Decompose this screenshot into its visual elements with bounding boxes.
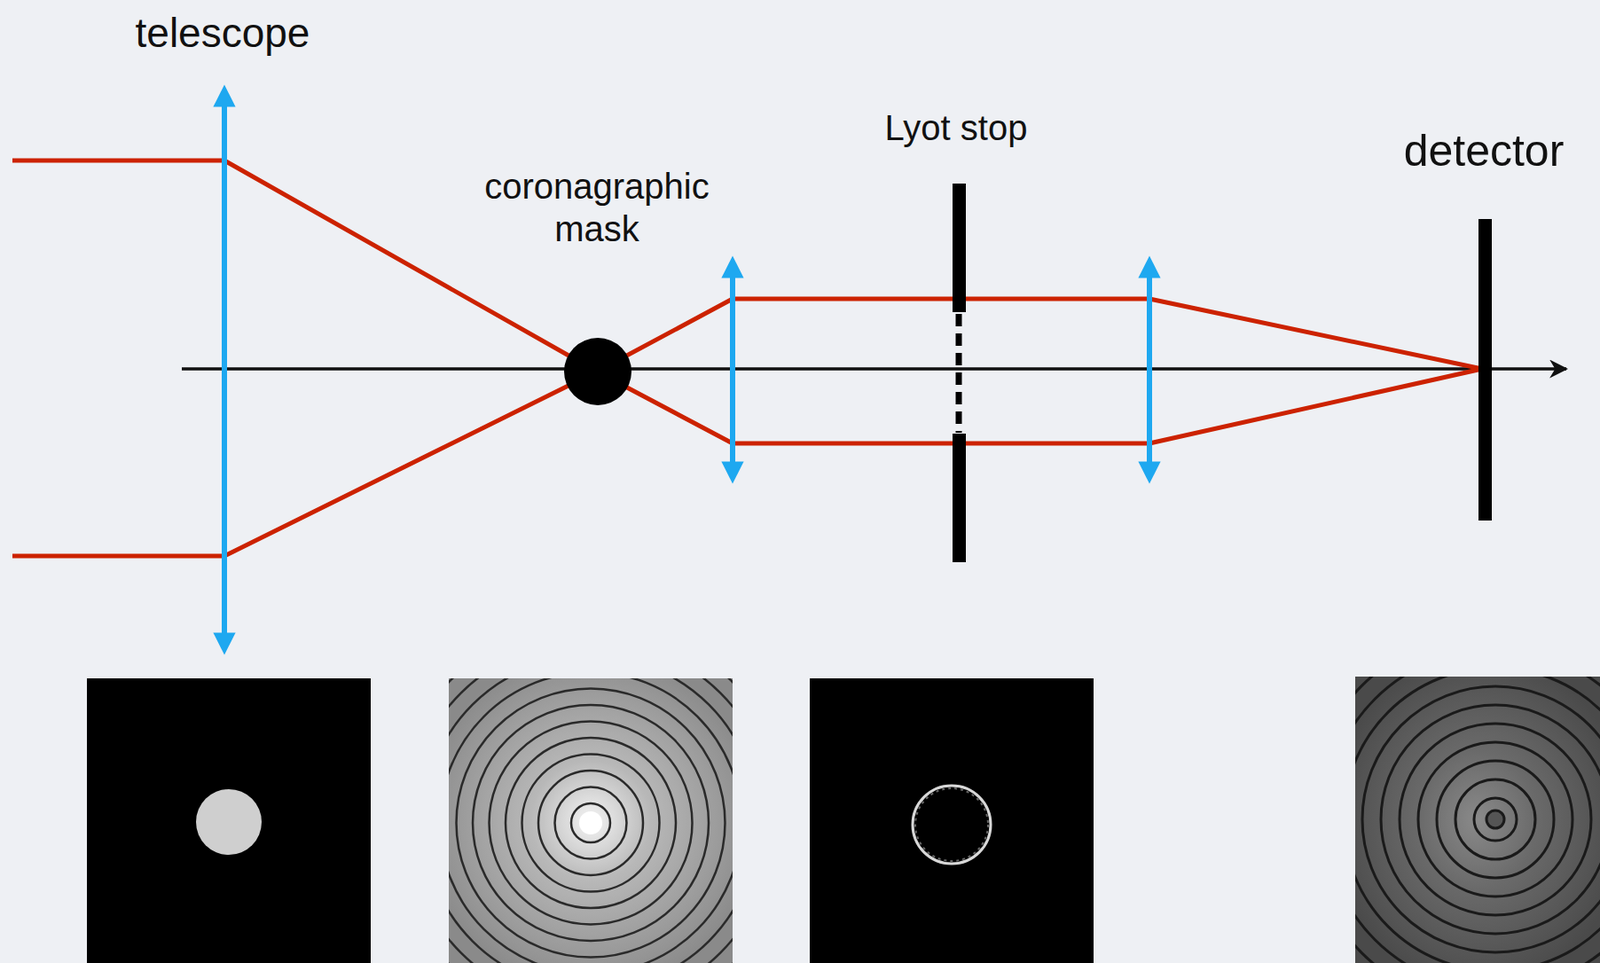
detector-image bbox=[1355, 676, 1600, 963]
light-rays bbox=[12, 160, 1483, 557]
occulting-mask bbox=[564, 337, 632, 406]
lyot-plane-image bbox=[809, 678, 1094, 963]
lenses bbox=[224, 95, 1150, 644]
detector-plate bbox=[1478, 219, 1492, 521]
detector-label: detector bbox=[1372, 124, 1595, 178]
telescope-label: telescope bbox=[76, 8, 369, 58]
pupil-image bbox=[86, 678, 371, 963]
optical-axis bbox=[181, 367, 1567, 371]
lyot-stop-label: Lyot stop bbox=[814, 106, 1099, 150]
mask-label: coronagraphic mask bbox=[463, 164, 730, 251]
lyot-stop bbox=[952, 183, 966, 563]
focal-plane-image bbox=[448, 678, 733, 963]
